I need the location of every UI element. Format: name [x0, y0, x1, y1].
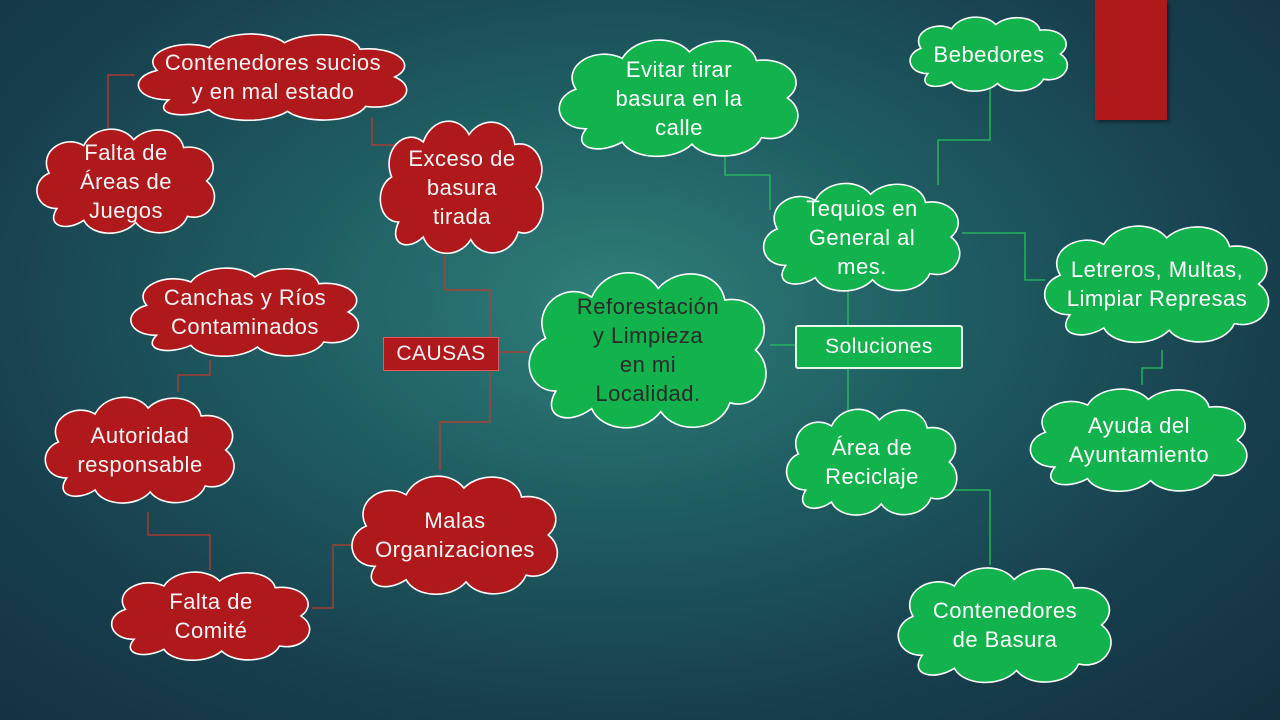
cloud-shape	[1036, 218, 1278, 350]
cause-label: Falta de Áreas de Juegos	[79, 139, 173, 223]
causas-label-box: CAUSAS	[383, 337, 499, 371]
connector-evitar-tequios	[724, 140, 771, 210]
connector-bebedores-tequios	[937, 75, 991, 185]
connector-exceso-causas	[444, 255, 491, 340]
cause-label: Exceso de basura tirada	[408, 145, 516, 229]
cause-malas-organizaciones: Malas Organizaciones	[344, 468, 566, 602]
cause-label: Autoridad responsable	[77, 423, 203, 477]
cloud-shape	[374, 112, 550, 262]
cause-label: Contenedores sucios y en mal estado	[164, 50, 382, 104]
cloud-shape	[122, 262, 368, 362]
cloud-shape	[780, 402, 964, 522]
connector-tequios-letreros	[962, 232, 1045, 281]
solution-label: Contenedores de Basura	[932, 598, 1078, 652]
cloud-shape	[344, 468, 566, 602]
cause-connectors	[107, 74, 528, 609]
cloud-shape	[104, 566, 318, 666]
cause-label: Canchas y Ríos Contaminados	[163, 285, 327, 339]
cloud-shape	[30, 122, 222, 240]
cloud-shape	[756, 176, 968, 298]
cloud-shape	[520, 262, 776, 438]
connector-canchas-autoridad	[177, 360, 211, 392]
connector-autoridad-comite	[147, 512, 211, 570]
cloud-shape	[1022, 382, 1256, 498]
cause-label: Falta de Comité	[169, 589, 253, 643]
cloud-shape	[38, 390, 242, 510]
cause-falta-comite: Falta de Comité	[104, 566, 318, 666]
solution-bebedores: Bebedores	[904, 12, 1074, 96]
solution-tequios: Tequios en General al mes.	[756, 176, 968, 298]
connector-causas-malas	[439, 370, 491, 470]
cause-falta-areas-juegos: Falta de Áreas de Juegos	[30, 122, 222, 240]
solution-area-reciclaje: Área de Reciclaje	[780, 402, 964, 522]
center-topic-reforestacion: Reforestación y Limpieza en mi Localidad…	[520, 262, 776, 438]
cause-label: Malas Organizaciones	[375, 508, 535, 562]
solution-label: Evitar tirar basura en la calle	[615, 56, 743, 140]
connector-contenedores-exceso	[371, 118, 405, 146]
cause-contenedores-sucios: Contenedores sucios y en mal estado	[128, 28, 418, 126]
solution-connectors	[724, 75, 1163, 565]
solution-label: Tequios en General al mes.	[806, 195, 918, 279]
solution-contenedores-basura: Contenedores de Basura	[890, 560, 1120, 690]
solution-label: Área de Reciclaje	[825, 435, 919, 489]
center-topic-label: Reforestación y Limpieza en mi Localidad…	[576, 294, 720, 406]
connector-comite-malas	[312, 544, 355, 609]
cloud-shape	[128, 28, 418, 126]
cloud-shape	[890, 560, 1120, 690]
solution-label: Letreros, Multas, Limpiar Represas	[1066, 257, 1248, 311]
cause-exceso-basura: Exceso de basura tirada	[374, 112, 550, 262]
solution-ayuda: Ayuda del Ayuntamiento	[1022, 382, 1256, 498]
connector-contenedores-falta	[107, 74, 135, 135]
solution-letreros: Letreros, Multas, Limpiar Represas	[1036, 218, 1278, 350]
cloud-shape	[550, 32, 808, 164]
cause-canchas-rios: Canchas y Ríos Contaminados	[122, 262, 368, 362]
solution-label: Bebedores	[933, 41, 1045, 67]
soluciones-label-box: Soluciones	[795, 325, 963, 369]
solution-evitar-basura: Evitar tirar basura en la calle	[550, 32, 808, 164]
connector-letreros-ayuda	[1141, 350, 1163, 385]
cloud-shape	[904, 12, 1074, 96]
cause-autoridad: Autoridad responsable	[38, 390, 242, 510]
solution-label: Ayuda del Ayuntamiento	[1068, 413, 1210, 467]
corner-accent-block	[1095, 0, 1167, 120]
